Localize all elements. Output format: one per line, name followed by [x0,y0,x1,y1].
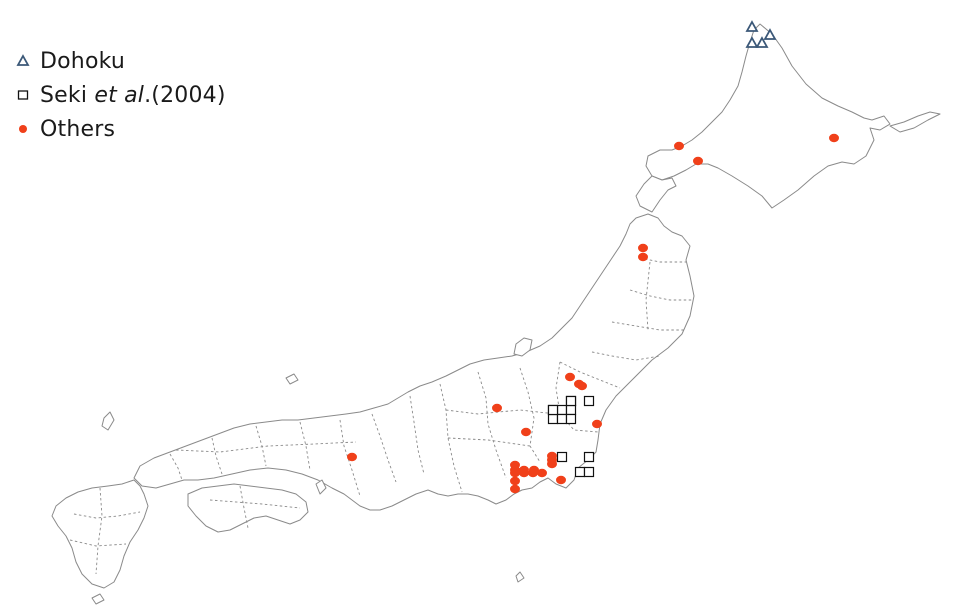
square-icon [6,78,40,112]
legend-label-dohoku: Dohoku [40,48,126,74]
seki-marker [565,404,577,416]
others-marker [829,133,839,143]
dohoku-marker [745,20,759,32]
seki-marker [574,466,586,478]
shikoku-landmass [187,483,309,533]
izu-island [515,571,525,583]
others-marker [347,452,357,462]
hokkaido-southwest-peninsula [635,175,677,213]
dohoku-sites [745,20,777,48]
others-marker [693,156,703,166]
triangle-icon [6,44,40,78]
others-marker [510,484,520,494]
seki-marker [565,413,577,425]
awaji-island [315,479,327,495]
others-marker [638,252,648,262]
kuril-tip [889,111,941,133]
others-marker [547,455,557,465]
others-marker [510,476,520,486]
prefecture-borders [69,257,692,575]
legend-item-dohoku: Dohoku [6,44,226,78]
seki-marker [547,404,559,416]
legend: Dohoku Seki et al.(2004) Others [6,44,226,146]
circle-icon [6,112,40,146]
others-marker [492,403,502,413]
sado-island [513,337,533,357]
others-marker [556,475,566,485]
seki-marker [583,395,595,407]
honshu-landmass [133,213,695,511]
legend-item-seki: Seki et al.(2004) [6,78,226,112]
seki-marker [556,413,568,425]
tanegashima-island [91,593,105,605]
others-marker [638,243,648,253]
others-marker [510,465,520,475]
seki-marker [583,466,595,478]
others-marker [537,468,547,478]
others-marker [529,465,539,475]
legend-label-others: Others [40,116,116,142]
dohoku-marker [763,28,777,40]
hokkaido-landmass [645,23,891,209]
tsushima-island [101,411,115,431]
legend-label-seki: Seki et al.(2004) [40,82,226,108]
others-sites [347,133,839,494]
dohoku-marker [755,36,769,48]
dohoku-marker [745,36,759,48]
others-marker [674,141,684,151]
seki-marker [556,451,568,463]
others-marker [521,427,531,437]
seki-marker [565,395,577,407]
legend-item-others: Others [6,112,226,146]
others-marker [565,372,575,382]
seki-marker [583,451,595,463]
others-marker [519,465,529,475]
coastline [51,23,941,605]
seki-sites [547,395,595,478]
seki-marker [556,404,568,416]
seki-marker [547,413,559,425]
others-marker [577,381,587,391]
oki-island [285,373,299,385]
others-marker [592,419,602,429]
